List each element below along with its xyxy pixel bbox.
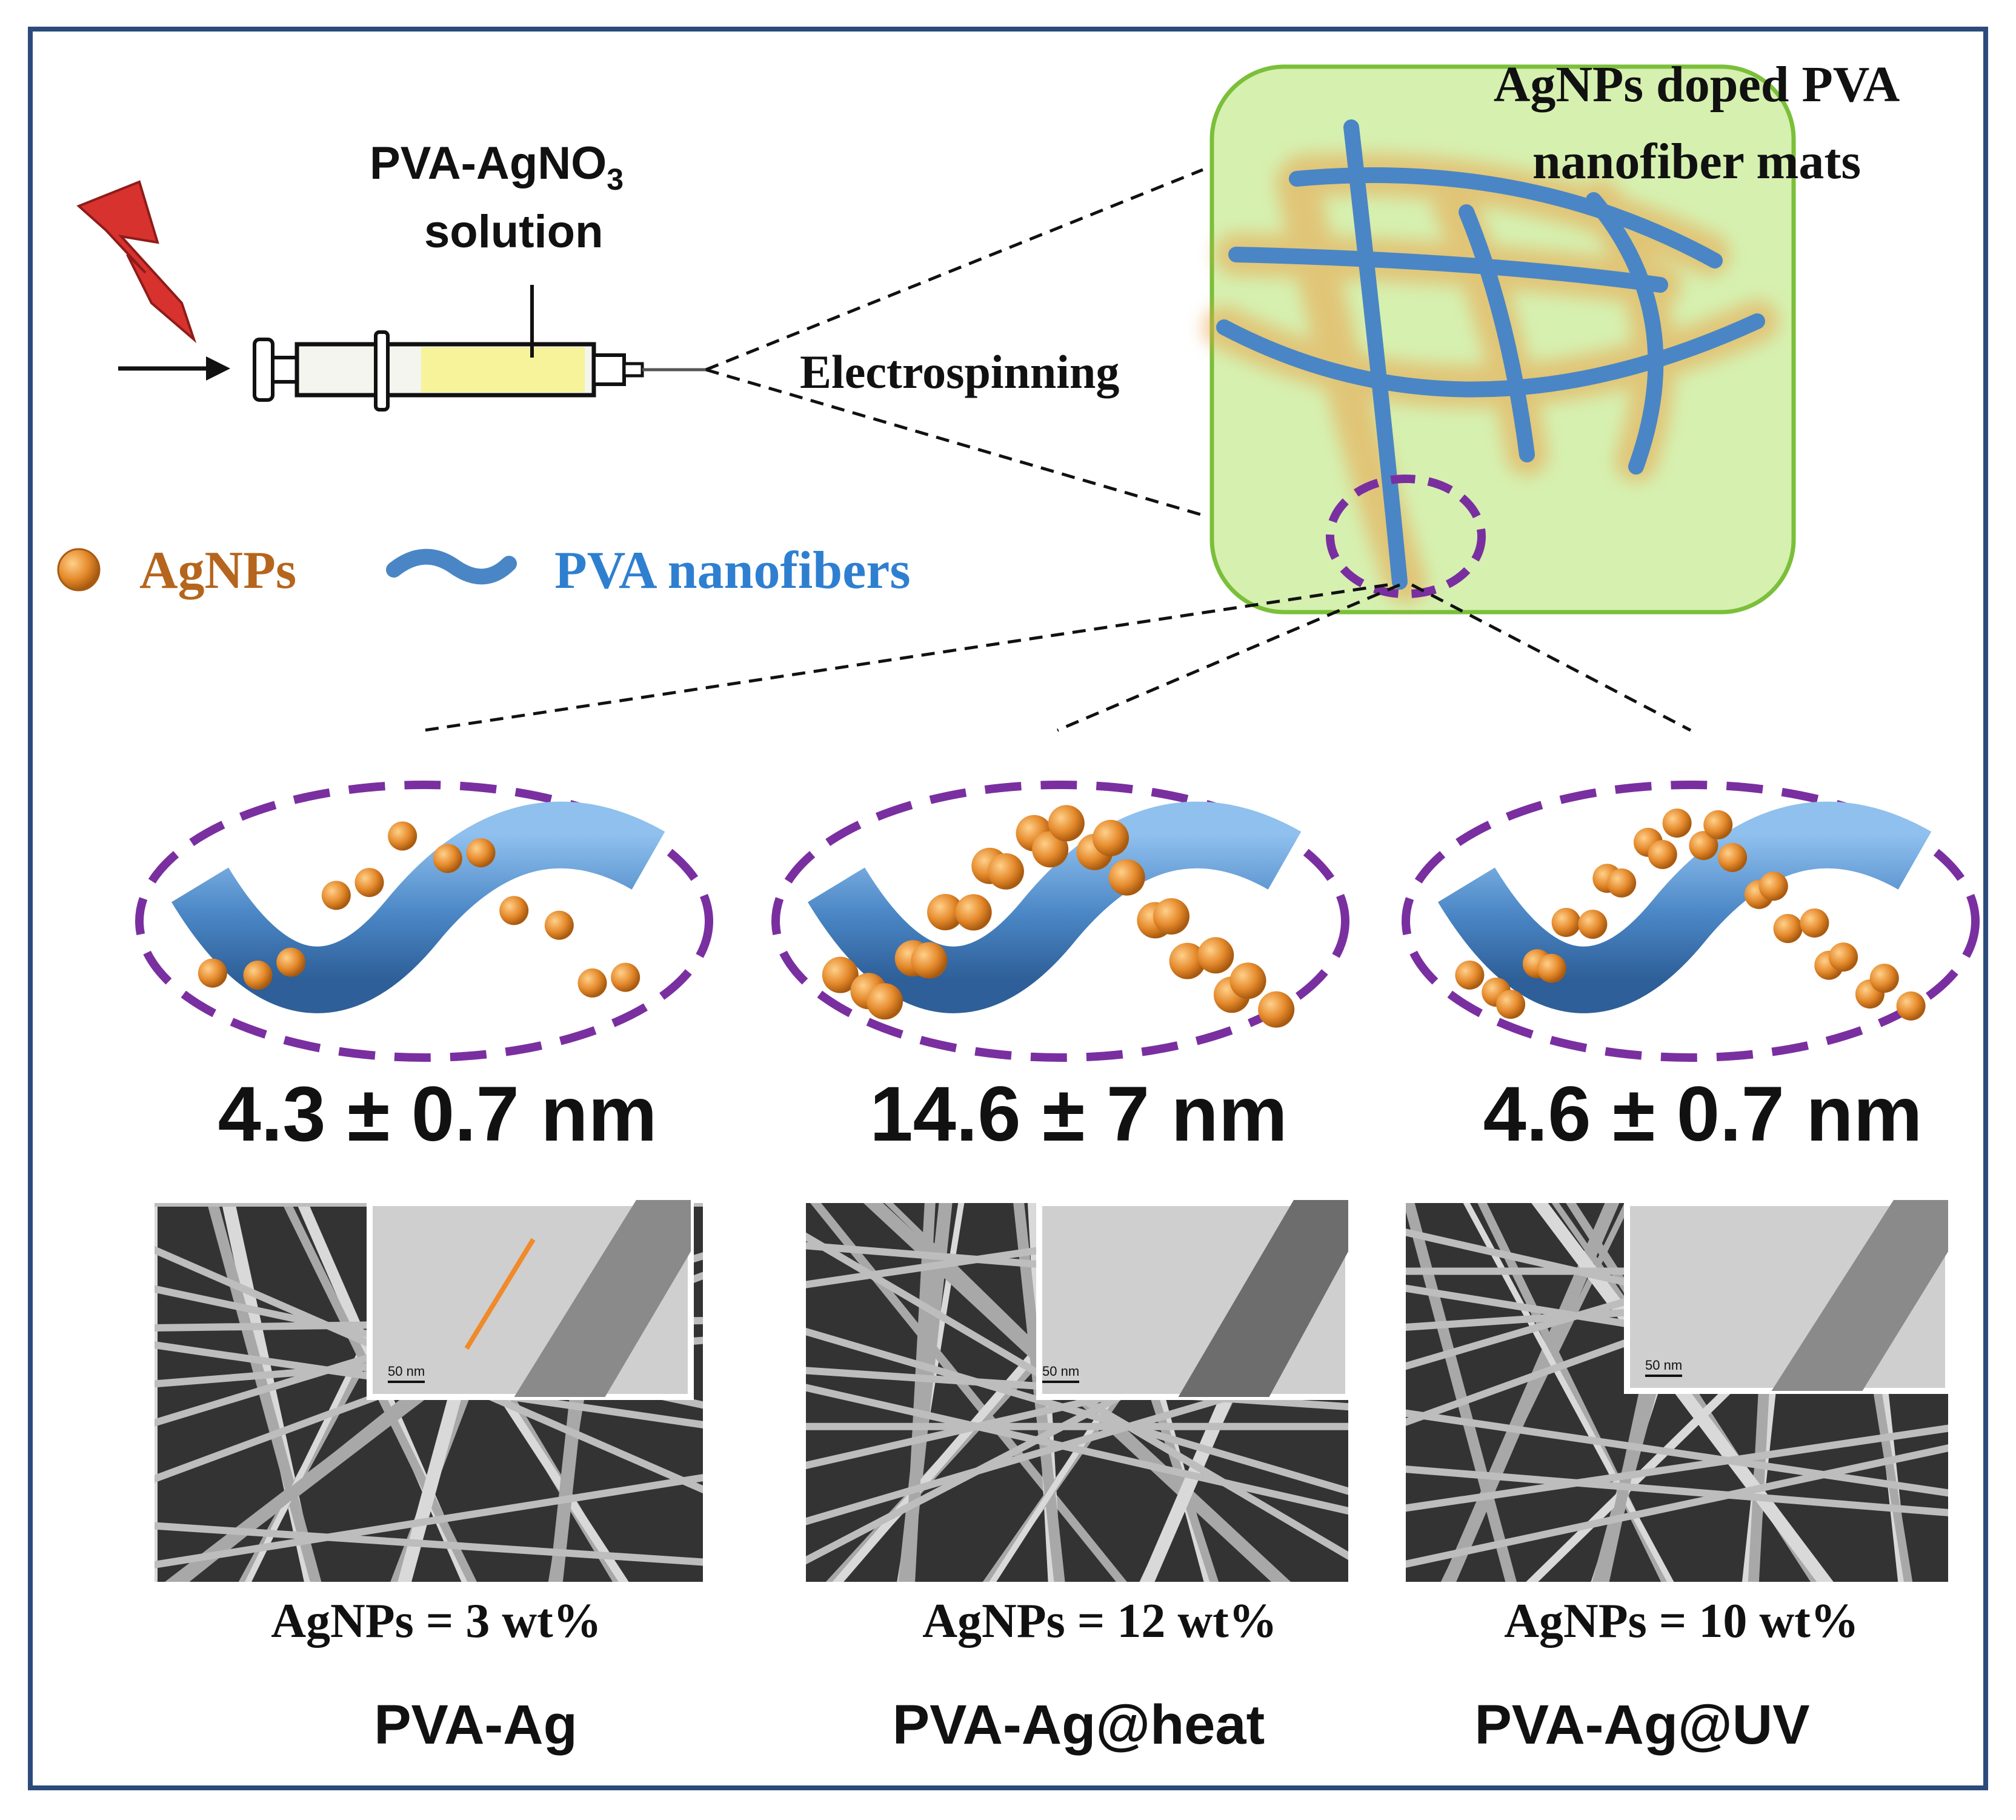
push-arrow-icon [118,356,230,381]
sample-2-size: 14.6 ± 7 nm [870,1071,1288,1158]
agnp-particle [321,881,351,910]
lightning-bolt-icon [76,180,197,344]
mat-title-line1: AgNPs doped PVA [1493,56,1900,113]
sample-2-loading: AgNPs = 12 wt% [922,1595,1277,1648]
agnp-particle [1758,872,1788,901]
agnp-particle [1703,810,1733,839]
zoom-ellipse-2 [771,781,1349,1062]
agnp-particle [198,958,227,988]
zoomed-fiber-2 [771,781,1349,1062]
electrospinning-label: Electrospinning [800,345,1120,398]
agnp-particle [927,894,963,930]
sample-2-name: PVA-Ag@heat [892,1694,1265,1756]
agnp-particle [466,838,496,868]
sample-3-size: 4.6 ± 0.7 nm [1483,1071,1923,1158]
sample-1-scale-bar: 50 nm [388,1364,425,1383]
agnp-particle [1662,808,1692,838]
agnp-particle [1169,942,1206,979]
agnp-particle [276,947,306,977]
agnp-particle [987,853,1024,890]
legend-agnps-label: AgNPs [139,541,297,600]
sem-panel-1 [155,1200,703,1582]
agnp-particle [822,956,859,993]
sample-1-name: PVA-Ag [374,1694,577,1756]
agnp-particle [1455,960,1485,990]
agnp-particle [1689,831,1718,861]
zoom-ellipse-3 [1402,781,1980,1062]
agnp-particle [1093,819,1129,856]
solution-formula-subscript: 3 [607,162,624,196]
agnp-particle [1800,908,1829,938]
fiber-segment-1 [171,801,665,1013]
sample-2-scale-bar: 50 nm [1042,1364,1080,1383]
agnp-particle [1496,990,1526,1019]
sample-1-loading: AgNPs = 3 wt% [271,1595,602,1648]
sem-panel-2 [806,1200,1351,1582]
figure-border [28,27,1988,1790]
agnp-particle [243,960,273,990]
agnp-particle [1537,953,1566,983]
agnp-particle [1869,964,1899,993]
agnp-particle [388,821,418,851]
agnp-particle [1607,868,1637,898]
sem-panel-3 [1406,1200,1951,1582]
solution-formula: PVA-AgNO [370,138,607,189]
syringe-icon [253,285,706,412]
agnp-particle [1048,805,1085,842]
tem-fiber-1 [514,1200,691,1397]
zoomed-fiber-3 [1402,781,1980,1062]
agnp-particle [1197,937,1234,974]
pva-fiber-legend-icon [386,548,517,585]
agnp-particle [1258,991,1295,1028]
zoomed-fibers [135,781,1980,1062]
agnp-particle [1578,910,1608,939]
sample-1-size: 4.3 ± 0.7 nm [218,1071,657,1158]
zoom-ellipse-1 [135,781,713,1062]
agnp-particle [1648,839,1677,869]
agnp-particle [1229,962,1266,999]
mat-fibers [1203,119,1778,603]
solution-label-line2: solution [424,206,604,258]
agnp-particle [544,910,574,940]
agnp-particle [867,983,903,1020]
agnp-legend-icon [57,548,101,592]
agnp-particle [577,968,607,998]
agnp-particle [1773,914,1803,944]
sample-3-name: PVA-Ag@UV [1474,1694,1810,1756]
agnp-particle [1718,842,1748,872]
agnp-particle [1896,991,1926,1021]
zoomed-fiber-1 [135,781,713,1062]
agnp-particle [955,894,992,931]
diameter-arrow-icon [464,1238,536,1350]
agnp-particle [354,868,384,898]
zoom-ellipse [1326,475,1486,598]
tem-fiber-2 [1178,1200,1348,1397]
sample-3-loading: AgNPs = 10 wt% [1504,1595,1859,1648]
agnp-particle [1153,898,1189,935]
sample-3-scale-bar: 50 nm [1645,1358,1683,1377]
agnp-particle [1108,859,1145,896]
sem-images [155,1200,1951,1582]
agnp-particle [911,942,948,979]
agnp-particle [433,844,462,873]
agnp-particle [499,896,529,925]
tem-fiber-3 [1771,1200,1948,1391]
legend-pva-label: PVA nanofibers [554,541,911,600]
solution-label-line1: PVA-AgNO3 [370,141,624,195]
agnp-particle [1032,831,1069,868]
agnp-particle [1551,907,1581,937]
agnp-particle [611,962,640,992]
agnp-particle [1829,942,1858,972]
mat-title-line2: nanofiber mats [1532,133,1861,190]
